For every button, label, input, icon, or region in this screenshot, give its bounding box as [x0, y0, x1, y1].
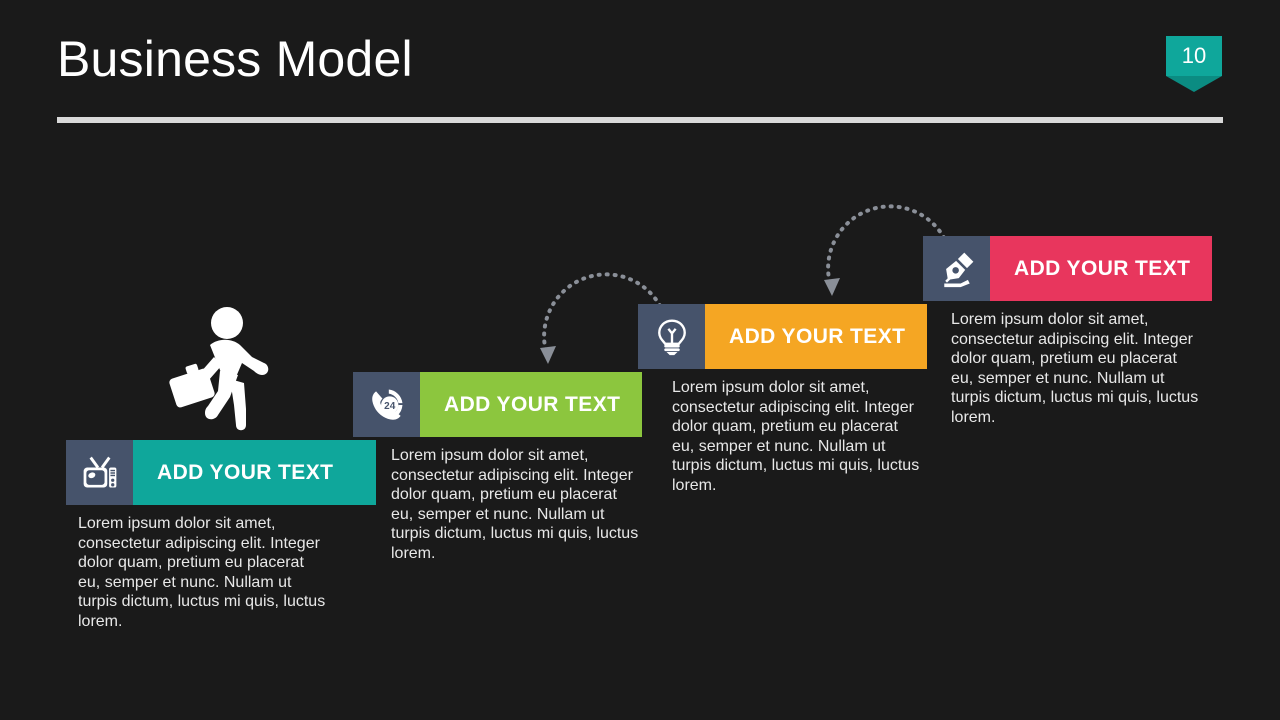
step-3-header[interactable]: ADD YOUR TEXT: [638, 304, 927, 369]
step-2-body: Lorem ipsum dolor sit amet, consectetur …: [391, 447, 639, 562]
step-3-label: ADD YOUR TEXT: [705, 304, 927, 369]
step-3-body: Lorem ipsum dolor sit amet, consectetur …: [672, 379, 920, 494]
badge-body: [1166, 36, 1222, 76]
step-1-header[interactable]: ADD YOUR TEXT: [66, 440, 376, 505]
step-4-header[interactable]: ADD YOUR TEXT: [923, 236, 1212, 301]
title-divider: [57, 117, 1223, 123]
badge-tail-chevron: [1166, 76, 1222, 92]
step-2-label: ADD YOUR TEXT: [420, 372, 642, 437]
slide-number-badge: 10: [1166, 36, 1222, 92]
step-4-label: ADD YOUR TEXT: [990, 236, 1212, 301]
television-icon: [66, 440, 133, 505]
step-1-label: ADD YOUR TEXT: [133, 440, 376, 505]
step-1-body: Lorem ipsum dolor sit amet, consectetur …: [78, 515, 326, 630]
step-2-header[interactable]: 24 ADD YOUR TEXT: [353, 372, 642, 437]
step-4-body: Lorem ipsum dolor sit amet, consectetur …: [951, 311, 1199, 426]
lightbulb-icon: [638, 304, 705, 369]
page-title: Business Model: [57, 31, 413, 87]
svg-text:24: 24: [384, 400, 396, 411]
slide-number-label: 10: [1181, 43, 1207, 68]
running-businessman-icon: [160, 305, 275, 435]
fountain-pen-nib-icon: [923, 236, 990, 301]
phone-24h-support-icon: 24: [353, 372, 420, 437]
